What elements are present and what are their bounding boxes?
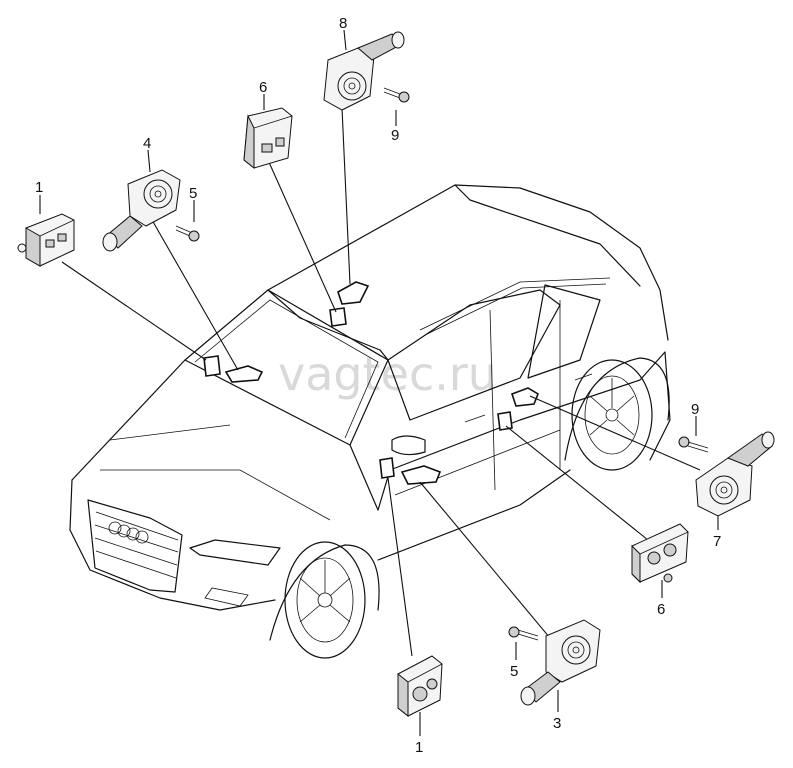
window-regulator-motor-icon: [520, 619, 601, 706]
callout-7: 7: [713, 533, 721, 550]
callout-5-upper: 5: [189, 185, 197, 202]
marker-window-motor-rear-right: [510, 387, 539, 407]
callout-9-upper: 9: [391, 127, 399, 144]
marker-control-unit-front-right: [379, 457, 395, 479]
car-illustration: [69, 184, 671, 659]
control-unit-module-icon: [243, 107, 293, 170]
watermark: vagtec.ru: [278, 347, 497, 401]
callout-8: 8: [339, 15, 347, 32]
control-unit-module-icon: [397, 655, 443, 718]
callout-1-upper: 1: [35, 179, 43, 196]
mounting-bolt-icon: [383, 87, 410, 103]
callout-6-lower: 6: [657, 601, 665, 618]
marker-window-motor-rear-left: [337, 281, 370, 305]
marker-window-motor-front-left: [224, 365, 264, 383]
leader-lines: [39, 29, 719, 736]
window-regulator-motor-icon: [323, 31, 405, 111]
callout-9-right: 9: [691, 401, 699, 418]
marker-window-motor-front-right: [400, 465, 442, 485]
callout-labels: 1 4 5 6 8 9 9 7 6 5 3 1: [35, 15, 721, 756]
callout-3: 3: [553, 715, 561, 732]
callout-4: 4: [143, 135, 151, 152]
mounting-bolt-icon: [175, 225, 200, 242]
callout-1-lower: 1: [415, 739, 423, 756]
window-regulator-motor-icon: [102, 169, 181, 252]
mounting-bolt-icon: [508, 626, 539, 641]
marker-control-unit-rear-right: [497, 411, 513, 431]
callout-6-upper: 6: [259, 79, 267, 96]
location-markers: [203, 281, 539, 485]
control-unit-module-icon: [631, 523, 689, 584]
window-regulator-motor-icon: [695, 431, 775, 517]
mounting-bolt-icon: [678, 436, 709, 453]
callout-5-lower: 5: [510, 663, 518, 680]
control-unit-module-icon: [17, 213, 75, 267]
marker-control-unit-rear-left: [329, 307, 347, 327]
marker-control-unit-front-left: [203, 355, 221, 377]
